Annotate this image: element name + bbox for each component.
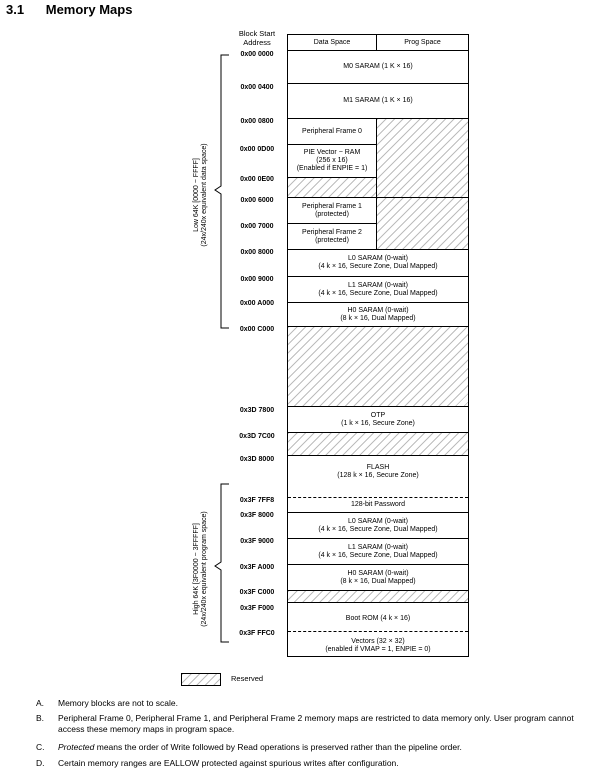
note-label: B. xyxy=(36,713,45,723)
h0-saram-high-block: H0 SARAM (0-wait) (8 k × 16, Dual Mapped… xyxy=(287,564,469,591)
block-label: M1 SARAM (1 K × 16) xyxy=(343,97,413,104)
note-label: C. xyxy=(36,742,45,752)
address-label: 0x3D 7800 xyxy=(239,407,275,414)
header-label: Data Space xyxy=(313,38,351,46)
note-label: A. xyxy=(36,698,45,708)
boot-rom-block: Boot ROM (4 k × 16) Vectors (32 × 32) (e… xyxy=(287,602,469,657)
note-text: Memory blocks are not to scale. xyxy=(58,698,178,708)
block-label: L1 SARAM (0-wait) xyxy=(348,543,408,551)
block-label: (256 x 16) xyxy=(316,157,348,164)
m1-saram-block: M1 SARAM (1 K × 16) xyxy=(287,83,469,119)
vectors-divider xyxy=(288,631,468,632)
block-label: (enabled if VMAP = 1, ENPIE = 0) xyxy=(325,646,431,653)
block-label: (128 k × 16, Secure Zone) xyxy=(337,472,419,479)
header-line: Address xyxy=(243,37,271,47)
address-label: 0x00 0D00 xyxy=(239,146,275,153)
block-label: (4 k × 16, Secure Zone, Dual Mapped) xyxy=(318,551,438,559)
low-64k-label-line: Low 64K [0000 − FFFF] xyxy=(193,158,200,232)
note-text: means the order of Write followed by Rea… xyxy=(94,742,462,752)
address-label: 0x3F 8000 xyxy=(240,512,274,519)
address-label: 0x00 C000 xyxy=(239,326,275,333)
peripheral-frame-1-block: Peripheral Frame 1 (protected) xyxy=(287,197,377,224)
high-64k-label-line: (24x/240x equivalent program space) xyxy=(201,511,208,627)
block-label: H0 SARAM (0-wait) xyxy=(347,569,409,577)
high-64k-label: High 64K [3F0000 − 3FFFFF] (24x/240x equ… xyxy=(193,469,211,669)
l0-saram-high-block: L0 SARAM (0-wait) (4 k × 16, Secure Zone… xyxy=(287,512,469,539)
reserved-block xyxy=(376,197,469,250)
reserved-block xyxy=(376,118,469,198)
block-label: (protected) xyxy=(315,210,349,218)
low-64k-label: Low 64K [0000 − FFFF] (24x/240x equivale… xyxy=(193,95,211,295)
block-label: L0 SARAM (0-wait) xyxy=(348,255,408,262)
block-label: (8 k × 16, Dual Mapped) xyxy=(340,577,416,585)
address-label: 0x00 A000 xyxy=(240,300,274,307)
l1-saram-high-block: L1 SARAM (0-wait) (4 k × 16, Secure Zone… xyxy=(287,538,469,565)
block-label: PIE Vector − RAM xyxy=(303,149,361,156)
high-64k-label-line: High 64K [3F0000 − 3FFFFF] xyxy=(193,523,200,615)
block-label: (4 k × 16, Secure Zone, Dual Mapped) xyxy=(318,525,438,533)
address-label: 0x00 8000 xyxy=(240,249,274,256)
note-text: Certain memory ranges are EALLOW protect… xyxy=(58,758,399,768)
note-emphasis: Protected xyxy=(58,742,95,752)
block-start-address-header: Block Start Address xyxy=(228,29,286,47)
block-label: Peripheral Frame 2 xyxy=(302,228,362,236)
address-label: 0x3F 7FF8 xyxy=(239,497,275,504)
high-64k-brace xyxy=(214,483,229,643)
reserved-block xyxy=(287,432,469,456)
address-label: 0x00 7000 xyxy=(240,223,274,230)
address-label: 0x00 0400 xyxy=(240,84,274,91)
block-label: Peripheral Frame 1 xyxy=(302,202,362,210)
reserved-block xyxy=(287,177,377,198)
block-label: FLASH xyxy=(366,464,390,471)
header-label: Prog Space xyxy=(404,38,441,46)
low-64k-brace xyxy=(214,54,229,329)
m0-saram-block: M0 SARAM (1 K × 16) xyxy=(287,50,469,84)
block-label: (4 k × 16, Secure Zone, Dual Mapped) xyxy=(318,263,438,270)
address-label: 0x00 9000 xyxy=(240,276,274,283)
l1-saram-block: L1 SARAM (0-wait) (4 k × 16, Secure Zone… xyxy=(287,276,469,303)
address-label: 0x3D 8000 xyxy=(239,456,275,463)
address-label: 0x00 6000 xyxy=(240,197,274,204)
h0-saram-block: H0 SARAM (0-wait) (8 k × 16, Dual Mapped… xyxy=(287,302,469,327)
block-label: (8 k × 16, Dual Mapped) xyxy=(340,314,416,322)
low-64k-label-line: (24x/240x equivalent data space) xyxy=(201,143,208,247)
block-label: Peripheral Frame 0 xyxy=(302,127,362,135)
address-label: 0x3F A000 xyxy=(239,564,275,571)
block-label: M0 SARAM (1 K × 16) xyxy=(343,63,413,70)
address-label: 0x00 0E00 xyxy=(240,176,274,183)
block-label: (4 k × 16, Secure Zone, Dual Mapped) xyxy=(318,289,438,297)
block-label: Vectors (32 × 32) xyxy=(351,638,405,645)
address-label: 0x3F FFC0 xyxy=(239,630,275,637)
address-label: 0x00 0800 xyxy=(240,118,274,125)
reserved-legend-swatch xyxy=(181,673,221,686)
note-text-wrap: Protected means the order of Write follo… xyxy=(58,742,598,753)
block-label: L1 SARAM (0-wait) xyxy=(348,281,408,289)
block-label: (Enabled if ENPIE = 1) xyxy=(296,165,368,172)
address-label: 0x00 0000 xyxy=(240,51,274,58)
peripheral-frame-0-block: Peripheral Frame 0 xyxy=(287,118,377,145)
block-label: H0 SARAM (0-wait) xyxy=(347,306,409,314)
password-label: 128-bit Password xyxy=(350,501,406,508)
pie-vector-ram-block: PIE Vector − RAM (256 x 16) (Enabled if … xyxy=(287,144,377,178)
address-label: 0x3F 9000 xyxy=(240,538,274,545)
l0-saram-block: L0 SARAM (0-wait) (4 k × 16, Secure Zone… xyxy=(287,249,469,277)
block-label: (protected) xyxy=(315,236,349,244)
reserved-legend-label: Reserved xyxy=(231,674,264,683)
address-label: 0x3F C000 xyxy=(239,589,275,596)
block-label: L0 SARAM (0-wait) xyxy=(348,517,408,525)
password-divider xyxy=(288,497,468,498)
otp-block: OTP (1 k × 16, Secure Zone) xyxy=(287,406,469,433)
note-label: D. xyxy=(36,758,45,768)
section-title: 3.1 Memory Maps xyxy=(6,2,133,17)
header-line: Block Start xyxy=(238,29,276,38)
block-label: OTP xyxy=(370,411,386,419)
peripheral-frame-2-block: Peripheral Frame 2 (protected) xyxy=(287,223,377,250)
note-text: Peripheral Frame 0, Peripheral Frame 1, … xyxy=(58,713,574,734)
address-label: 0x3D 7C00 xyxy=(239,433,275,440)
block-label: Boot ROM (4 k × 16) xyxy=(345,615,411,622)
reserved-block xyxy=(287,326,469,407)
block-label: (1 k × 16, Secure Zone) xyxy=(341,419,415,427)
address-label: 0x3F F000 xyxy=(240,605,274,612)
